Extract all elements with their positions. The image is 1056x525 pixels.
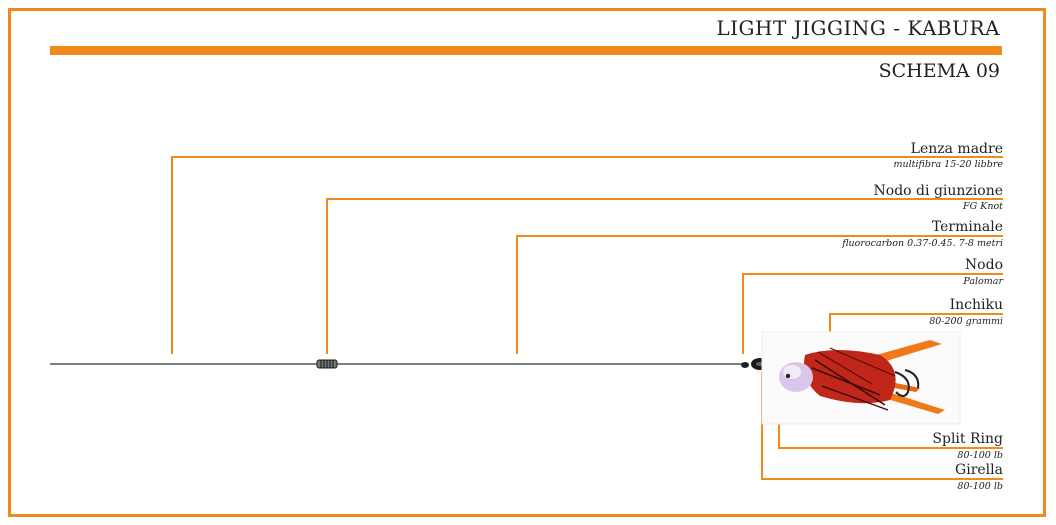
label-nodo-giunzione: Nodo di giunzione FG Knot bbox=[874, 183, 1003, 213]
component-name: Nodo di giunzione bbox=[873, 183, 1003, 199]
diagram-title: LIGHT JIGGING - KABURA bbox=[716, 16, 1000, 40]
component-name: Terminale bbox=[931, 219, 1003, 235]
component-spec: 80-100 lb bbox=[957, 481, 1003, 492]
leader-nodo-giunzione bbox=[326, 198, 1003, 354]
label-lenza-madre: Lenza madre multifibra 15-20 libbre bbox=[894, 141, 1003, 171]
component-spec: FG Knot bbox=[963, 201, 1003, 212]
title-bar bbox=[50, 46, 1002, 55]
label-girella: Girella 80-100 lb bbox=[955, 462, 1003, 493]
label-nodo: Nodo Palomar bbox=[963, 257, 1003, 288]
component-spec: 80-200 grammi bbox=[929, 316, 1003, 327]
component-spec: fluorocarbon 0.37-0.45. 7-8 metri bbox=[842, 238, 1003, 249]
component-spec: multifibra 15-20 libbre bbox=[893, 159, 1003, 170]
leader-lenza-madre bbox=[171, 156, 1003, 354]
diagram-subtitle: SCHEMA 09 bbox=[878, 60, 1000, 82]
component-name: Lenza madre bbox=[910, 141, 1003, 157]
leader-terminale bbox=[516, 235, 1003, 354]
diagram-frame bbox=[8, 8, 1046, 517]
label-terminale: Terminale fluorocarbon 0.37-0.45. 7-8 me… bbox=[842, 219, 1003, 250]
leader-nodo bbox=[742, 273, 1003, 354]
component-name: Inchiku bbox=[949, 297, 1003, 313]
fg-knot-icon bbox=[316, 359, 338, 369]
component-name: Nodo bbox=[964, 257, 1003, 273]
component-spec: Palomar bbox=[963, 276, 1003, 287]
label-split-ring: Split Ring 80-100 lb bbox=[932, 431, 1003, 462]
component-spec: 80-100 lb bbox=[957, 450, 1003, 461]
component-name: Split Ring bbox=[932, 431, 1003, 447]
component-name: Girella bbox=[955, 462, 1003, 478]
inchiku-lure-icon bbox=[779, 340, 945, 414]
label-inchiku: Inchiku 80-200 grammi bbox=[929, 297, 1003, 328]
